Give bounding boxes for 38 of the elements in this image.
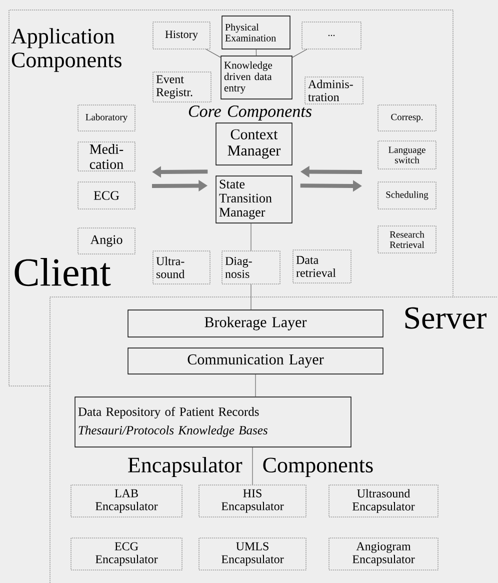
connector-line — [256, 49, 257, 56]
encapsulator-box: Angiogram Encapsulator — [328, 538, 438, 570]
component-box: Adminis- tration — [304, 76, 364, 104]
component-box: History — [152, 22, 210, 50]
connector-line — [250, 284, 252, 310]
connector-line — [206, 48, 221, 58]
component-box: Angio — [78, 228, 136, 254]
component-box: Laboratory — [78, 104, 136, 132]
heading: Encapsulator Components — [128, 457, 373, 477]
encapsulator-box: ECG Encapsulator — [70, 538, 182, 570]
connector-line — [292, 48, 308, 58]
component-box: Diag- nosis — [222, 250, 280, 284]
component-box: Event Registr. — [152, 72, 212, 102]
manager-box: Context Manager — [216, 122, 292, 166]
component-box: Research Retrieval — [378, 226, 436, 254]
heading: Application Components — [11, 28, 122, 72]
encapsulator-box: Ultrasound Encapsulator — [328, 484, 438, 518]
encapsulator-box: HIS Encapsulator — [198, 484, 306, 518]
heading: Core Components — [188, 106, 312, 120]
component-box: Language switch — [378, 140, 436, 170]
component-box: ... — [302, 22, 362, 50]
component-box: Physical Examination — [222, 16, 290, 50]
component-box: Data retrieval — [292, 250, 352, 284]
component-box: Knowledge driven data entry — [220, 56, 292, 100]
connector-line — [250, 223, 252, 252]
encapsulator-box: LAB Encapsulator — [70, 484, 182, 518]
component-box: Scheduling — [378, 182, 436, 210]
layer-box: Brokerage Layer — [128, 310, 384, 338]
repository-box: Data Repository of Patient Records Thesauri/Protocols Knowledge Bases — [74, 396, 352, 448]
component-box: Corresp. — [378, 104, 436, 132]
connector-line — [252, 447, 253, 486]
component-box: ECG — [78, 182, 136, 210]
connector-line — [255, 374, 256, 397]
component-box: Ultra- sound — [152, 250, 210, 284]
manager-box: State Transition Manager — [216, 176, 292, 224]
encapsulator-box: UMLS Encapsulator — [198, 538, 306, 570]
component-box: Medi- cation — [78, 142, 136, 172]
layer-box: Communication Layer — [128, 348, 384, 374]
